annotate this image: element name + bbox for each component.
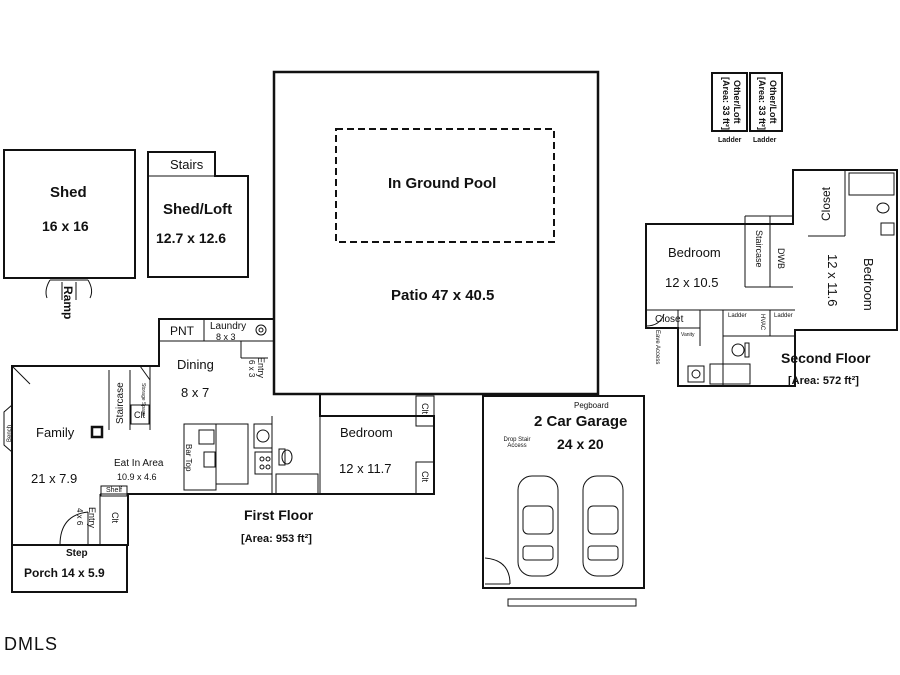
step-label: Step xyxy=(66,548,88,559)
shed-name: Shed xyxy=(50,184,87,201)
shed-loft-name: Shed/Loft xyxy=(163,201,233,218)
second-ladder-2: Ladder xyxy=(774,313,793,319)
side-entry-label: Entry xyxy=(256,357,266,379)
shed-loft-dims: 12.7 x 12.6 xyxy=(156,230,227,246)
second-floor-area: [Area: 572 ft²] xyxy=(788,375,859,387)
drop-stair-label: Drop Stair Access xyxy=(503,437,531,449)
entry-dims: 4 x 6 xyxy=(75,508,84,526)
other-loft-1-line1: Other/Loft xyxy=(732,80,742,124)
eat-in-label: Eat In Area xyxy=(114,458,164,469)
second-bedroom-b-dims: 12 x 11.6 xyxy=(825,254,840,307)
other-loft-box-1 xyxy=(711,72,748,132)
eave-access-label: Eave Access xyxy=(654,330,660,365)
second-bedroom-a-label: Bedroom xyxy=(668,245,721,260)
other-loft-2-line2: [Area: 33 ft²] xyxy=(757,77,767,131)
dining-label: Dining xyxy=(177,357,214,372)
first-floor-title: First Floor xyxy=(244,507,314,523)
other-loft-1-ladder: Ladder xyxy=(718,137,742,144)
second-staircase-label: Staircase xyxy=(754,230,764,268)
dmls-watermark: DMLS xyxy=(4,634,59,654)
other-loft-2-ladder: Ladder xyxy=(753,137,777,144)
laundry-label: Laundry xyxy=(210,321,247,332)
bedroom-label: Bedroom xyxy=(340,425,393,440)
entry-label: Entry xyxy=(87,507,97,529)
other-loft-box-2 xyxy=(749,72,783,132)
bedroom-closet-2: Clt xyxy=(420,471,430,482)
patio-name: Patio 47 x 40.5 xyxy=(391,287,495,304)
second-bedroom-a-dims: 12 x 10.5 xyxy=(665,275,719,290)
second-floor-title: Second Floor xyxy=(781,350,871,366)
porch-label: Porch 14 x 5.9 xyxy=(24,566,105,580)
second-bedroom-b-label: Bedroom xyxy=(861,258,876,311)
dining-dims: 8 x 7 xyxy=(181,385,210,400)
ramp-label: Ramp xyxy=(61,286,75,320)
bedroom-dims: 12 x 11.7 xyxy=(339,461,392,476)
bench-label: Bench xyxy=(7,424,13,442)
garage-door xyxy=(507,598,637,607)
bar-top-label: Bar Top xyxy=(184,444,193,472)
hvac-label: HVAC xyxy=(759,314,765,331)
second-floor-outline xyxy=(645,169,898,387)
pool-name: In Ground Pool xyxy=(388,175,497,192)
porch-outline xyxy=(11,544,128,593)
laundry-dims: 8 x 3 xyxy=(216,332,236,342)
other-loft-1-line2: [Area: 33 ft²] xyxy=(721,77,731,131)
shed-loft-stairs: Stairs xyxy=(170,157,204,172)
shelf-label: Shelf xyxy=(106,487,122,494)
garage-dims: 24 x 20 xyxy=(557,436,604,452)
shed-dims: 16 x 16 xyxy=(42,218,89,234)
other-loft-2-line1: Other/Loft xyxy=(768,80,778,124)
second-ladder-1: Ladder xyxy=(728,313,747,319)
car-2 xyxy=(582,475,624,577)
family-label: Family xyxy=(36,425,75,440)
garage-name: 2 Car Garage xyxy=(534,413,628,430)
dwb-label: DWB xyxy=(776,248,786,269)
entry-closet-label: Clt xyxy=(110,512,120,523)
staircase-label: Staircase xyxy=(115,382,126,424)
second-closet-top: Closet xyxy=(819,186,833,221)
garage-outline xyxy=(482,395,645,589)
pnt-label: PNT xyxy=(170,324,194,338)
pool-outline xyxy=(335,128,555,243)
pegboard-label: Pegboard xyxy=(574,401,609,410)
staircase-closet-label: Clt xyxy=(134,410,145,420)
eat-in-dims: 10.9 x 4.6 xyxy=(117,472,157,482)
shed-outline xyxy=(3,149,136,279)
first-floor-area: [Area: 953 ft²] xyxy=(241,533,312,545)
shed-loft-outline xyxy=(147,151,249,278)
side-entry-dims: 6 x 3 xyxy=(247,360,256,378)
second-closet-label: Closet xyxy=(655,314,684,325)
family-dims: 21 x 7.9 xyxy=(31,471,78,486)
patio-outline xyxy=(272,70,600,396)
bedroom-closet-1: Clt xyxy=(420,403,430,414)
car-1 xyxy=(517,475,559,577)
vanity-label: Vanity xyxy=(681,332,695,338)
